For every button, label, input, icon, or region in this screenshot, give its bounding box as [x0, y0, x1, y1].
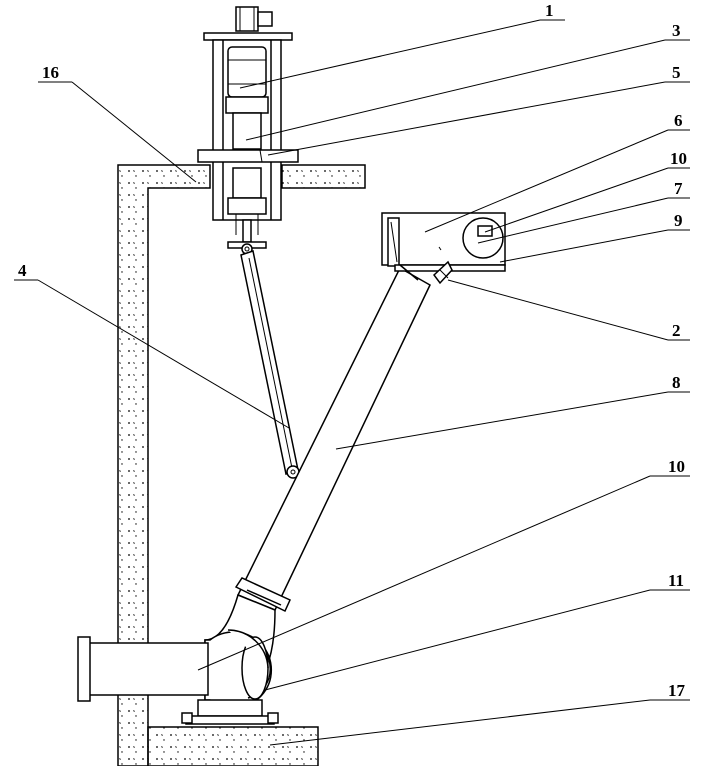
label-16: 16 — [42, 63, 59, 82]
concrete-wall — [117, 164, 211, 766]
label-4: 4 — [18, 261, 27, 280]
elbow-pipe — [77, 593, 279, 725]
label-6: 6 — [674, 111, 683, 130]
label-11: 11 — [668, 571, 684, 590]
label-10-top: 10 — [670, 149, 687, 168]
part-labels: 1 3 5 16 6 10 7 9 4 2 8 10 11 17 — [18, 1, 687, 700]
motor-assembly — [197, 6, 299, 255]
link-rod — [240, 250, 300, 479]
concrete-base — [147, 726, 319, 766]
label-7: 7 — [674, 179, 683, 198]
label-17: 17 — [668, 681, 686, 700]
leader-lines — [14, 19, 690, 746]
label-1: 1 — [545, 1, 554, 20]
label-2: 2 — [672, 321, 681, 340]
label-5: 5 — [672, 63, 681, 82]
label-3: 3 — [672, 21, 681, 40]
control-box — [381, 212, 506, 285]
concrete-slab-right — [281, 164, 366, 189]
label-9: 9 — [674, 211, 683, 230]
label-10-bottom: 10 — [668, 457, 685, 476]
label-8: 8 — [672, 373, 681, 392]
